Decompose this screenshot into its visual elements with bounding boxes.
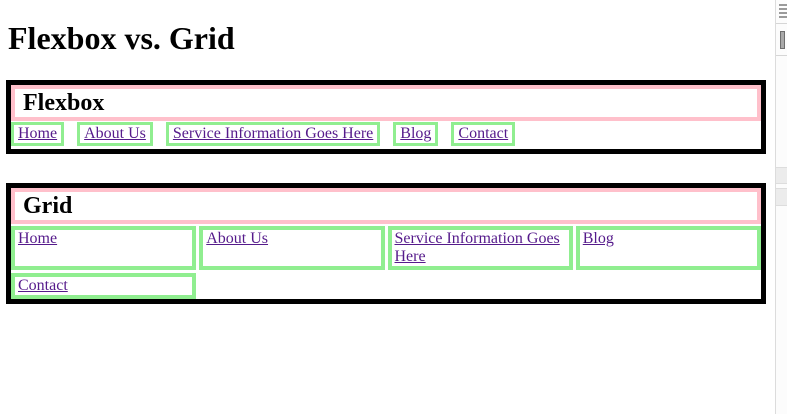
flexbox-section: Flexbox Home About Us Service Informatio…: [6, 80, 766, 154]
flexbox-link-about-us[interactable]: About Us: [77, 122, 153, 146]
grid-link-blog[interactable]: Blog: [582, 230, 614, 247]
flexbox-nav: Home About Us Service Information Goes H…: [11, 121, 761, 149]
grid-link-contact[interactable]: Contact: [18, 277, 68, 294]
grid-nav-cell: Blog: [575, 226, 761, 270]
grid-link-service-information[interactable]: Service Information Goes Here: [394, 230, 560, 265]
flexbox-link-blog[interactable]: Blog: [393, 122, 439, 146]
flexbox-link-service-information[interactable]: Service Information Goes Here: [165, 122, 381, 146]
grip-lines-icon: [779, 4, 787, 19]
grid-nav-cell: Service Information Goes Here: [387, 226, 573, 270]
scrollbar-thumb[interactable]: [780, 31, 785, 49]
grid-link-about-us[interactable]: About Us: [206, 230, 269, 247]
divider: [776, 23, 787, 24]
divider: [776, 55, 787, 56]
grid-link-home[interactable]: Home: [18, 230, 58, 247]
flexbox-section-heading: Flexbox: [11, 85, 761, 121]
browser-edge-scrollbar[interactable]: [775, 0, 787, 414]
page-title: Flexbox vs. Grid: [8, 20, 235, 56]
grid-nav: Home About Us Service Information Goes H…: [11, 224, 761, 299]
grid-nav-cell: About Us: [199, 226, 385, 270]
flexbox-nav-item: Home: [11, 122, 65, 146]
flexbox-nav-item: Blog: [393, 122, 439, 146]
flexbox-link-contact[interactable]: Contact: [451, 122, 516, 146]
edge-gray-block: [776, 167, 787, 184]
grid-section: Grid Home About Us Service Information G…: [6, 183, 766, 304]
grid-nav-cell: Contact: [11, 273, 197, 299]
grid-section-heading: Grid: [11, 188, 761, 224]
flexbox-nav-item: About Us: [77, 122, 153, 146]
flexbox-nav-item: Contact: [451, 122, 516, 146]
grid-nav-cell: Home: [11, 226, 197, 270]
flexbox-nav-list: Home About Us Service Information Goes H…: [11, 121, 761, 149]
grid-nav-list: Home About Us Service Information Goes H…: [11, 224, 761, 299]
flexbox-nav-item: Service Information Goes Here: [165, 122, 381, 146]
flexbox-link-home[interactable]: Home: [11, 122, 65, 146]
edge-gray-block: [776, 188, 787, 206]
